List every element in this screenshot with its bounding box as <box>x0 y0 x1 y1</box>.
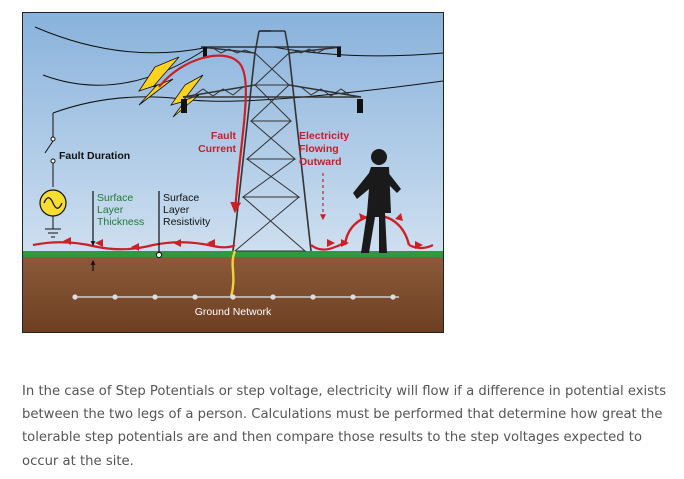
wave-arrowheads <box>63 213 423 251</box>
surface-resistivity-label-line3: Resistivity <box>163 216 211 228</box>
surface-potential-wave-right <box>408 244 434 250</box>
ground-conductor <box>229 250 237 298</box>
electricity-label-line1: Electricity <box>299 130 349 142</box>
surface-layer-markers <box>90 191 160 271</box>
fault-current-label-line2: Current <box>198 143 236 155</box>
electricity-label-line3: Outward <box>299 156 342 168</box>
caption-paragraph: In the case of Step Potentials or step v… <box>22 384 667 469</box>
electricity-label-line2: Flowing <box>299 143 339 155</box>
fault-current-label-line1: Fault <box>211 130 237 142</box>
transmission-tower <box>182 30 362 252</box>
ground-network-label: Ground Network <box>195 306 272 318</box>
insulators <box>181 47 363 113</box>
surface-thickness-label-line2: Layer <box>97 204 124 216</box>
surface-thickness-label-line3: Thickness <box>97 216 144 228</box>
ac-source-icon <box>39 189 67 217</box>
ground-network <box>72 294 399 300</box>
switch-icon <box>44 113 56 187</box>
surface-resistivity-label-line1: Surface <box>163 192 199 204</box>
ground-symbol-icon <box>45 216 61 238</box>
fault-duration-label: Fault Duration <box>59 150 130 162</box>
person-silhouette <box>353 149 401 253</box>
diagram-canvas: Fault Duration Fault Current Electricity… <box>23 13 443 332</box>
surface-resistivity-label-line2: Layer <box>163 204 190 216</box>
resistivity-point <box>155 251 163 259</box>
surface-thickness-label-line1: Surface <box>97 192 133 204</box>
fault-current-arrow <box>158 54 247 214</box>
step-potential-diagram: Fault Duration Fault Current Electricity… <box>22 12 444 333</box>
overhead-lines <box>34 26 443 114</box>
